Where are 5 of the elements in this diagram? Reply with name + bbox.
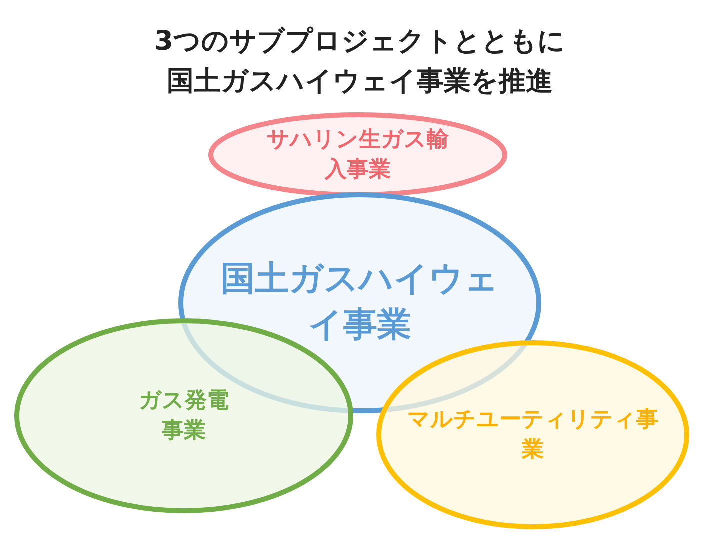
- node-label: サハリン生ガス輸入事業: [266, 126, 450, 184]
- node-label: ガス発電事業: [138, 387, 230, 445]
- node-label: マルチユーティリティ事業: [406, 406, 660, 464]
- node-label: 国土ガスハイウェイ事業: [220, 258, 500, 347]
- title: 3つのサブプロジェクトとともに国土ガスハイウェイ事業を推進: [154, 25, 566, 99]
